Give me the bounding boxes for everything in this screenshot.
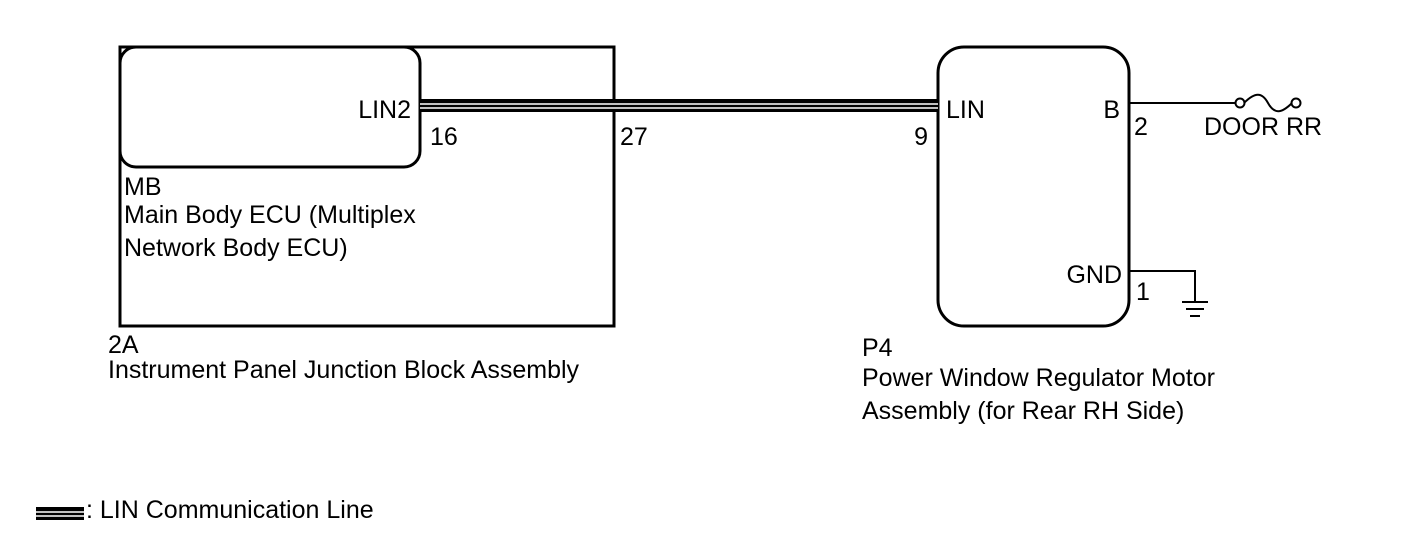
motor-name-line2: Assembly (for Rear RH Side) [862, 397, 1184, 425]
ground-symbol [1129, 270, 1208, 317]
ecu-name-line2: Network Body ECU) [124, 234, 348, 262]
motor-assembly-box [936, 45, 1131, 328]
fuse-label: DOOR RR [1204, 113, 1322, 141]
fuse-symbol [1234, 93, 1302, 113]
ecu-name-line1: Main Body ECU (Multiplex [124, 201, 416, 229]
ecu-pin-name: LIN2 [358, 96, 411, 124]
junction-code: 2A [108, 331, 139, 359]
lin-communication-line [420, 99, 938, 112]
motor-gnd-pin-name: GND [1066, 261, 1122, 289]
motor-code: P4 [862, 334, 893, 362]
ecu-pin-number: 16 [430, 123, 458, 151]
motor-gnd-pin-number: 1 [1136, 278, 1150, 306]
junction-pin-number: 27 [620, 123, 648, 151]
motor-lin-pin-number: 9 [914, 123, 928, 151]
motor-lin-pin-name: LIN [946, 96, 985, 124]
legend-text: : LIN Communication Line [86, 496, 374, 524]
motor-name-line1: Power Window Regulator Motor [862, 364, 1215, 392]
motor-b-pin-name: B [1103, 96, 1120, 124]
junction-name: Instrument Panel Junction Block Assembly [108, 356, 580, 384]
motor-b-pin-number: 2 [1134, 113, 1148, 141]
ecu-code: MB [124, 173, 162, 201]
legend-line-sample [36, 507, 84, 520]
